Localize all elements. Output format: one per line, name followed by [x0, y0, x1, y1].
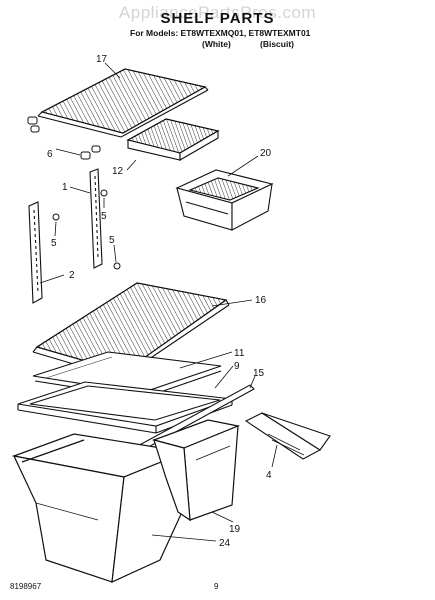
- callout-19: 19: [229, 524, 241, 535]
- part-24-left-crisper: [11, 433, 189, 583]
- callout-6: 6: [47, 149, 53, 160]
- callout-labels: 17 6 12 20 1 5 5 5 2 16 11 9 15 4 19 24: [47, 54, 272, 549]
- callout-4: 4: [266, 470, 272, 481]
- doc-number: 8198967: [10, 582, 42, 591]
- callout-15: 15: [253, 368, 265, 379]
- callout-5-left: 5: [51, 238, 57, 249]
- part-20-drawer: [175, 169, 274, 231]
- callout-9: 9: [234, 361, 240, 372]
- part-9-crisper-frame: [17, 381, 233, 434]
- page-number: 9: [214, 582, 219, 591]
- callout-12: 12: [112, 166, 124, 177]
- callout-2: 2: [69, 270, 75, 281]
- watermark: AppliancePartsPros.com: [118, 3, 317, 22]
- callout-17: 17: [96, 54, 108, 65]
- models-line: For Models: ET8WTEXMQ01, ET8WTEXMT01: [130, 28, 311, 38]
- variant-white: (White): [202, 39, 231, 49]
- leader-lines: [39, 62, 278, 542]
- part-1-rail: [89, 168, 103, 269]
- part-12-cover: [126, 118, 220, 161]
- callout-5-lower: 5: [109, 235, 115, 246]
- page-title: SHELF PARTS: [160, 10, 275, 27]
- part-6-shelf-supports: [27, 116, 101, 160]
- callout-20: 20: [260, 148, 272, 159]
- callout-24: 24: [219, 538, 231, 549]
- variant-biscuit: (Biscuit): [260, 39, 294, 49]
- callout-11: 11: [234, 348, 245, 359]
- callout-5-upper: 5: [101, 211, 107, 222]
- part-2-rail: [28, 201, 43, 304]
- part-5-screws: [52, 189, 121, 270]
- part-19-right-crisper: [152, 419, 241, 522]
- callout-16: 16: [255, 295, 267, 306]
- part-17-upper-wire-shelf: [37, 68, 209, 138]
- callout-1: 1: [62, 182, 68, 193]
- part-4-slide: [244, 412, 331, 460]
